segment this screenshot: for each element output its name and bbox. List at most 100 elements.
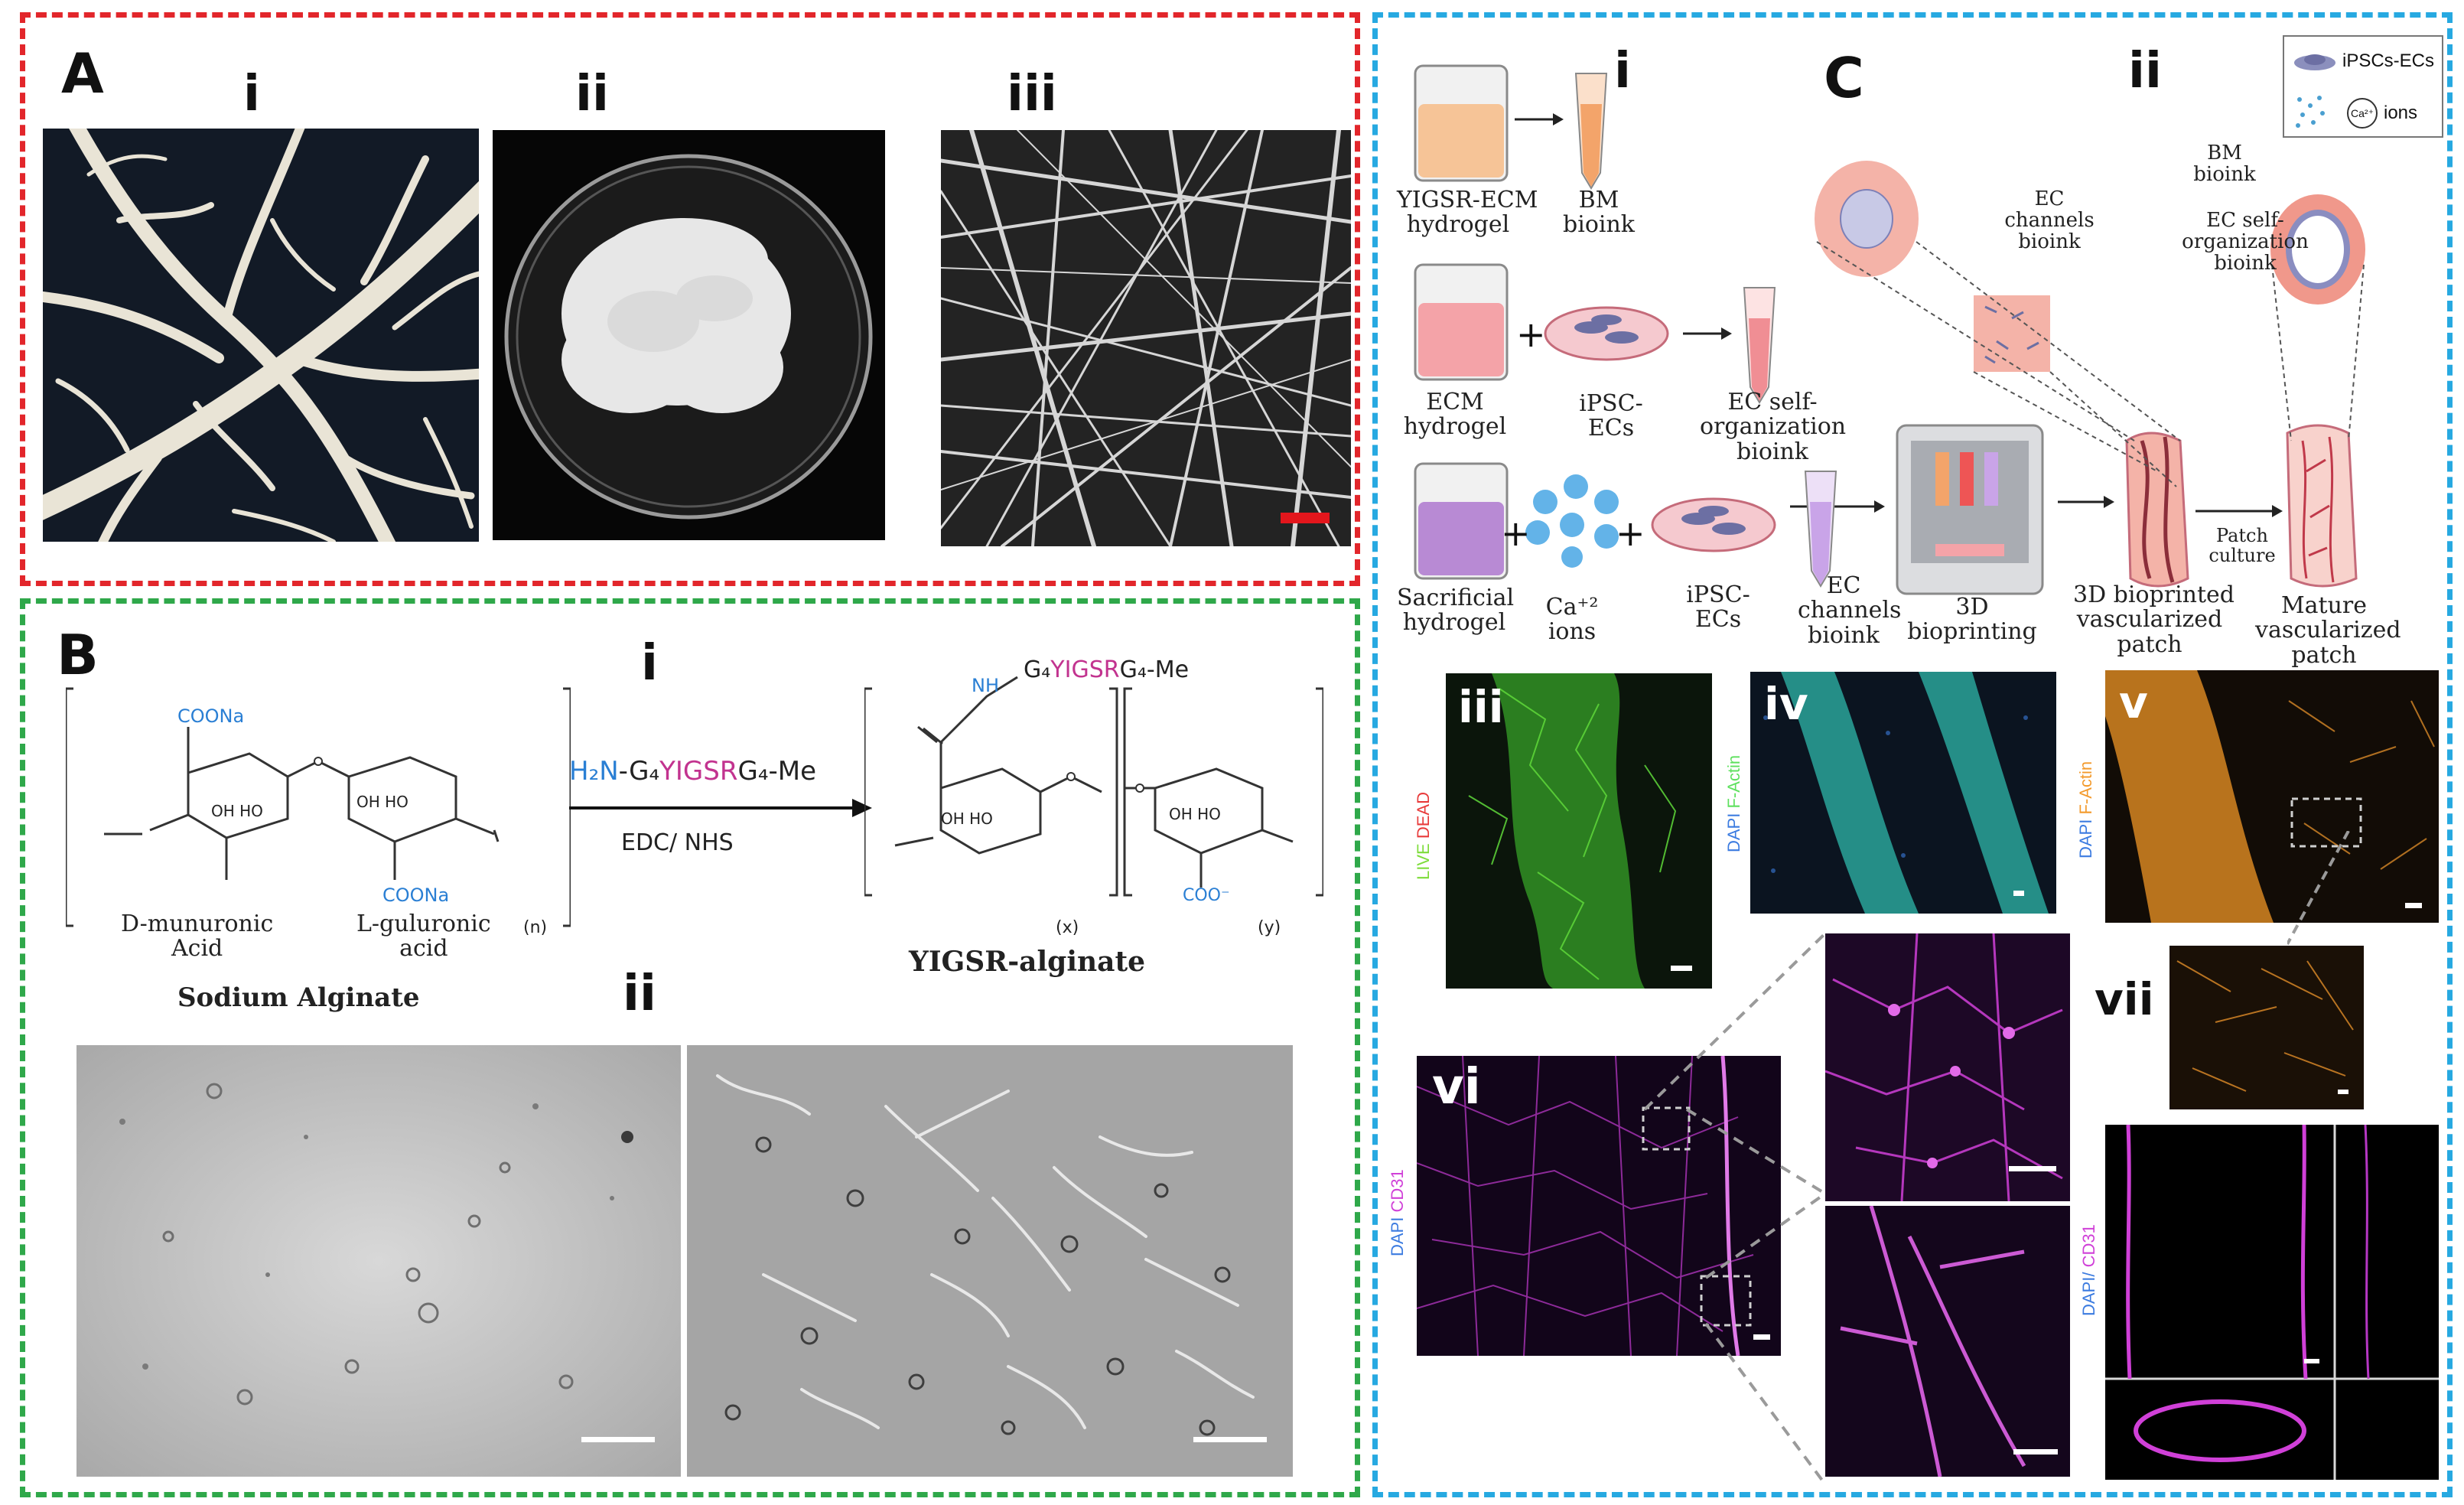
panel-c-letter: C: [1824, 46, 1864, 110]
sodium-alginate-label: Sodium Alginate: [177, 982, 420, 1013]
ec-self-organization-bioink-label: EC self- organization bioink: [1700, 389, 1847, 465]
panel-b-frame: [20, 598, 1360, 1497]
ipsc-ec-dish-icon: [1544, 306, 1669, 361]
micrograph-cd31-network: [1417, 1056, 1781, 1356]
micrograph-label-vii: vii: [2095, 973, 2154, 1025]
coona-top-label: COONa: [177, 705, 245, 727]
micrograph-f-actin-channels: [1750, 672, 2056, 914]
panel-c-frame: [1372, 12, 2453, 1497]
ec-channels-top-label: EC channels bioink: [2004, 187, 2095, 254]
scale-bar: [2405, 903, 2422, 908]
calcium-ions-icon: [1525, 474, 1619, 568]
cell-legend-icon: [2294, 54, 2335, 70]
ipsc-ecs-label-row3: iPSC-ECs: [1686, 581, 1750, 634]
zoom-connector-v: [2287, 831, 2350, 945]
zoom-connectors: [1645, 932, 1827, 1486]
scale-bar: [2009, 1166, 2056, 1171]
bioprinting-schematic: [1414, 64, 2365, 595]
peptide-top-label: G₄YIGSRG₄-Me: [1024, 656, 1190, 683]
printed-patch-icon: [2125, 432, 2189, 588]
plus-sign-1: +: [1516, 314, 1546, 355]
scale-bar: [2013, 891, 2024, 896]
ion-legend-icon: [2296, 96, 2325, 128]
micrograph-alginate-cells: [76, 1045, 681, 1477]
mature-patch-label: Mature vascularized patch: [2255, 592, 2401, 669]
oh-ho-label-2: OH HO: [356, 793, 408, 811]
micrograph-cd31-zoom-top: [1825, 933, 2070, 1201]
f-actin-channels-drawing: [1750, 672, 2056, 914]
coona-bottom-label: COONa: [382, 884, 450, 906]
micrograph-live-dead: [1446, 673, 1712, 989]
f-actin-orange-drawing: [2105, 670, 2439, 923]
subscript-n: (n): [523, 918, 548, 937]
3d-bioprinting-label: 3D bioprinting: [1907, 594, 2037, 646]
3d-printer-icon: [1896, 424, 2044, 595]
legend-ions-label: ions: [2384, 103, 2418, 123]
legend-box: iPSCs-ECs Ca²⁺ ions: [2283, 35, 2443, 138]
cd31-network-drawing: [1417, 1056, 1781, 1356]
live-dead-stain-label: LIVE DEAD: [1414, 792, 1433, 880]
panel-c-label-ii: ii: [2128, 43, 2162, 99]
f-actin-zoom-drawing: [2169, 946, 2364, 1109]
plus-sign-3: +: [1616, 513, 1645, 554]
patch-cross-section-icon: [1815, 161, 1919, 277]
ipsc-ecs-label-row2: iPSC-ECs: [1579, 390, 1643, 442]
ecm-hydrogel-label: ECM hydrogel: [1403, 389, 1507, 441]
scale-bar: [581, 1437, 655, 1442]
scale-bar: [2338, 1090, 2348, 1094]
scale-bar: [1671, 966, 1692, 971]
ec-self-organization-tube-icon: [1743, 287, 1776, 404]
cd31-stain-label-vii: DAPI/ CD31: [2079, 1224, 2098, 1316]
calcium-ions-label: Ca⁺² ions: [1545, 594, 1599, 646]
yigsr-ecm-hydrogel-label: YIGSR-ECM hydrogel: [1397, 187, 1538, 239]
cd31-stain-label-vi: DAPI CD31: [1388, 1169, 1407, 1256]
ion-symbol: Ca²⁺: [2347, 98, 2378, 129]
ipsc-ec-dish-icon-2: [1651, 497, 1776, 552]
micrograph-f-actin-zoom: [2169, 946, 2364, 1109]
panel-a-label-i: i: [243, 66, 260, 122]
legend-cells-label: iPSCs-ECs: [2342, 50, 2435, 71]
f-actin-stain-label-v: DAPI F-Actin: [2076, 761, 2095, 858]
cd31-zoom-top-drawing: [1825, 933, 2070, 1201]
ecm-beaker-icon: [1414, 263, 1509, 381]
unit1-label: D-munuronic Acid: [121, 910, 274, 962]
petri-dish-drawing: [493, 130, 885, 540]
micrograph-label-iv: iv: [1764, 678, 1808, 730]
cd31-zoom-bottom-drawing: [1825, 1206, 2070, 1477]
reagent-label: H₂N-G₄YIGSRG₄-Me: [569, 756, 816, 787]
sacrificial-hydrogel-label: Sacrificial hydrogel: [1397, 585, 1515, 637]
scale-bar: [1193, 1437, 1267, 1442]
micrograph-label-iii: iii: [1458, 681, 1504, 733]
f-actin-stain-label-iv: DAPI F-Actin: [1724, 754, 1743, 852]
petri-dish-photo: [493, 130, 885, 540]
sem-fiber-drawing: [941, 130, 1351, 546]
panel-b-label-i: i: [641, 635, 658, 692]
panel-c-label-i: i: [1614, 43, 1631, 99]
panel-b-letter: B: [57, 623, 99, 687]
micrograph-label-vi: vi: [1432, 1059, 1481, 1116]
sodium-alginate-structure: [66, 687, 571, 927]
scale-bar: [2013, 1449, 2058, 1455]
branching-scaffold-drawing: [43, 129, 479, 542]
micrograph-cd31-zoom-bottom: [1825, 1206, 2070, 1477]
panel-a-label-iii: iii: [1007, 66, 1057, 122]
subscript-y: (y): [1258, 918, 1281, 937]
oh-ho-label-1: OH HO: [211, 802, 263, 820]
scale-bar: [1753, 1334, 1770, 1340]
micrograph-label-v: v: [2119, 676, 2148, 728]
subscript-x: (x): [1056, 918, 1079, 937]
cd31-orthogonal-drawing: [2105, 1125, 2439, 1480]
plus-sign-2: +: [1501, 513, 1531, 554]
patch-culture-label: Patch culture: [2208, 525, 2276, 566]
bm-tube-icon: [1574, 73, 1608, 190]
branching-scaffold-photo: [43, 129, 479, 542]
panel-a-frame: [20, 12, 1360, 586]
ec-self-organization-top-label: EC self- organization bioink: [2182, 209, 2309, 275]
yigsr-alginate-structure: [864, 676, 1323, 897]
bm-bioink-label: BM bioink: [1563, 187, 1635, 239]
bm-bioink-top-label: BM bioink: [2193, 142, 2256, 187]
ec-channels-tube-icon: [1804, 471, 1837, 588]
yigsr-ecm-beaker-icon: [1414, 64, 1509, 182]
micrograph-left-drawing: [76, 1045, 681, 1477]
reaction-conditions: EDC/ NHS: [621, 829, 734, 856]
